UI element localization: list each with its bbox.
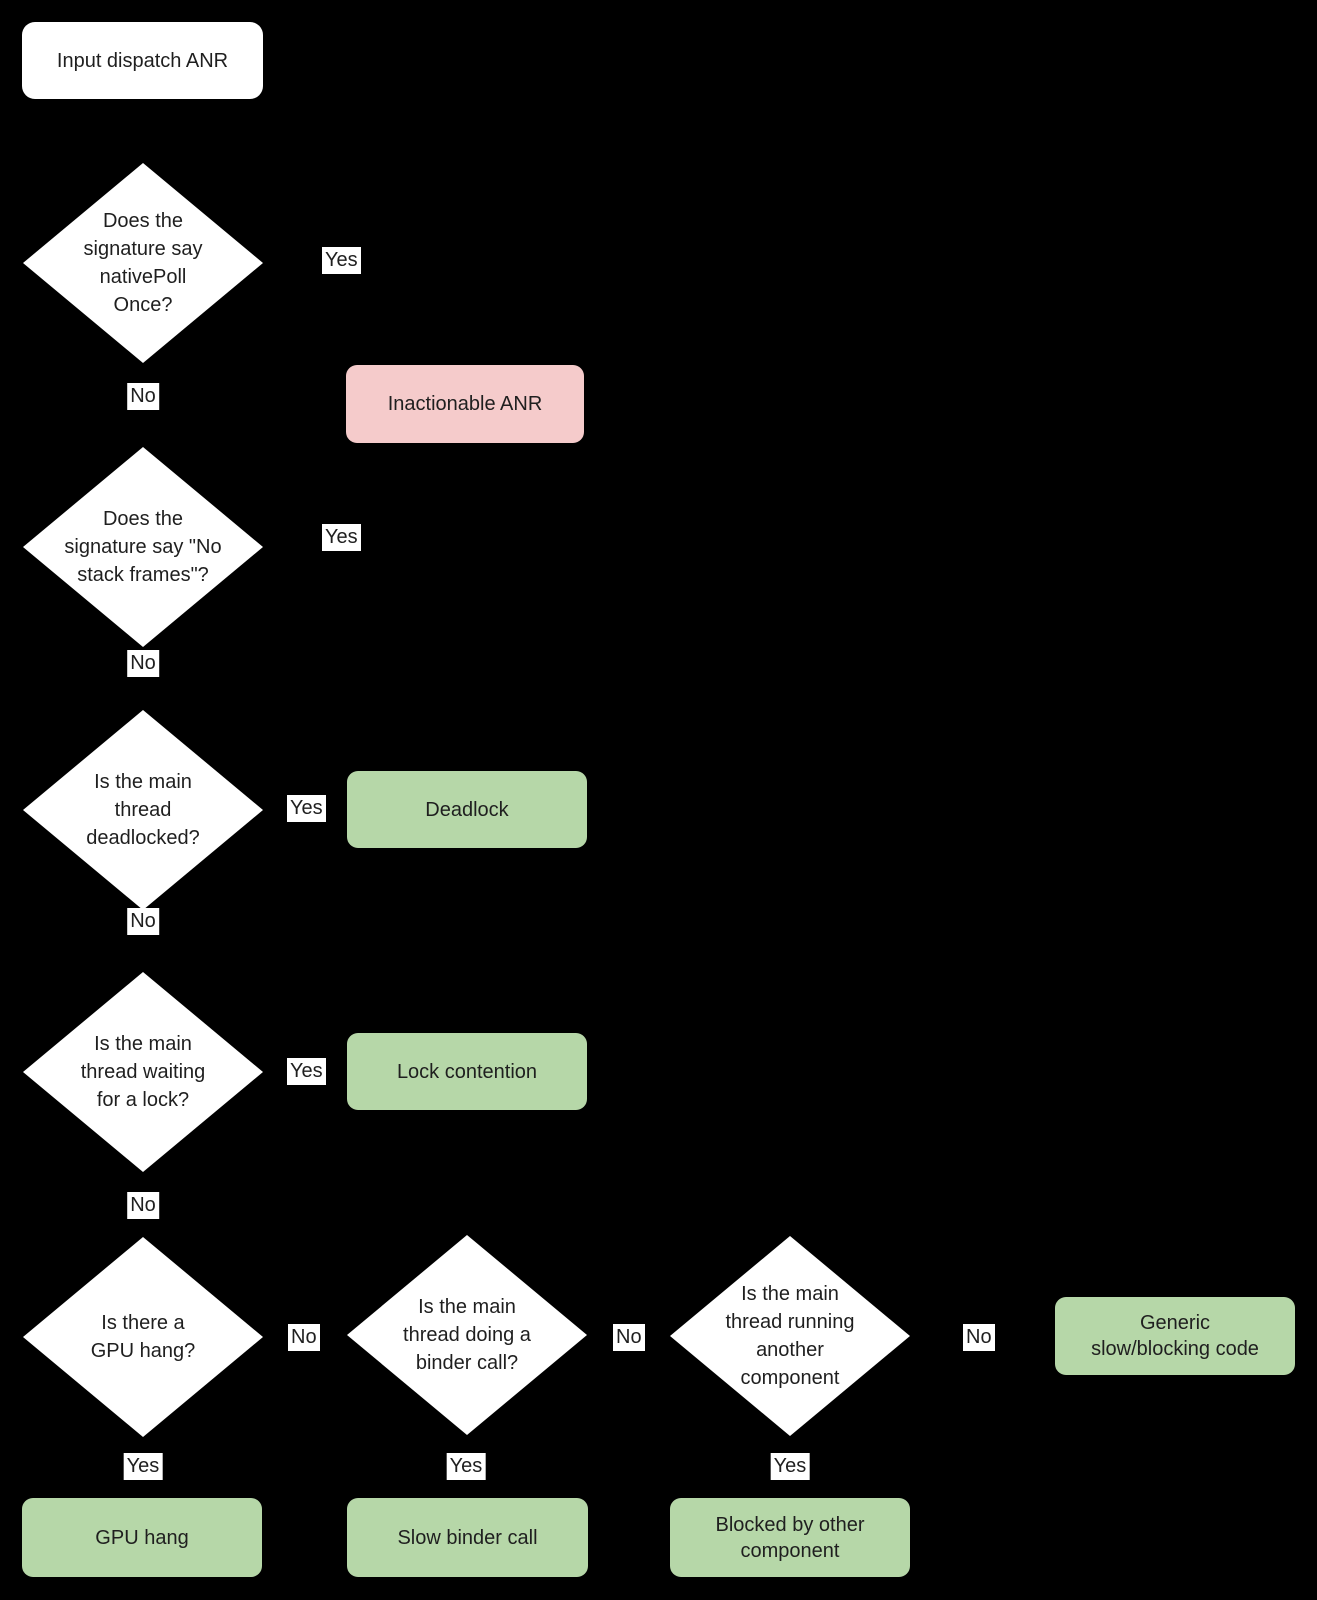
- decision-running-another-component: Is the main thread running another compo…: [670, 1236, 910, 1436]
- edge-label-no-nativepollonce: No: [127, 383, 159, 410]
- decision-label: Is the main thread doing a binder call?: [403, 1296, 531, 1374]
- outcome-blocked-by-other-component: Blocked by other component: [670, 1498, 910, 1577]
- edge-label-no-gpu-hang: No: [288, 1324, 320, 1351]
- edge-label-yes-waiting-for-lock: Yes: [287, 1058, 326, 1085]
- outcome-lock-contention: Lock contention: [347, 1033, 587, 1110]
- decision-label: Is there a GPU hang?: [90, 1312, 196, 1362]
- edge-label-no-deadlocked: No: [127, 908, 159, 935]
- outcome-label: Deadlock: [425, 798, 509, 821]
- edge-label-no-binder-call: No: [613, 1324, 645, 1351]
- outcome-slow-binder-call: Slow binder call: [347, 1498, 588, 1577]
- edge-label-no-waiting-for-lock: No: [127, 1192, 159, 1219]
- decision-binder-call: Is the main thread doing a binder call?: [347, 1235, 587, 1435]
- edge-label-yes-gpu-hang: Yes: [123, 1453, 163, 1480]
- edge-label-yes-deadlocked: Yes: [287, 795, 326, 822]
- decision-label: Is the main thread waiting for a lock?: [80, 1033, 206, 1111]
- start-node-label: Input dispatch ANR: [56, 49, 229, 72]
- edge-label-yes-binder-call: Yes: [446, 1453, 486, 1480]
- edge-label-yes-no-stack-frames: Yes: [322, 524, 361, 551]
- outcome-label: GPU hang: [95, 1526, 189, 1549]
- decision-main-thread-waiting-for-lock: Is the main thread waiting for a lock?: [23, 972, 263, 1172]
- edge-label-yes-nativepollonce: Yes: [322, 247, 361, 274]
- decision-label: Is the main thread deadlocked?: [86, 771, 200, 849]
- start-node: Input dispatch ANR: [22, 22, 263, 99]
- decision-signature-no-stack-frames: Does the signature say "No stack frames"…: [23, 447, 263, 647]
- decision-label: Does the signature say "No stack frames"…: [64, 508, 222, 586]
- outcome-label: Slow binder call: [397, 1526, 538, 1549]
- outcome-label: Blocked by other component: [715, 1513, 865, 1562]
- edge-label-yes-running-another-component: Yes: [770, 1453, 810, 1480]
- outcome-label: Lock contention: [396, 1060, 538, 1083]
- outcome-generic-slow-blocking-code: Generic slow/blocking code: [1055, 1297, 1295, 1375]
- edge-label-no-no-stack-frames: No: [127, 650, 159, 677]
- decision-label: Does the signature say nativePoll Once?: [83, 210, 203, 316]
- decision-label: Is the main thread running another compo…: [725, 1283, 855, 1389]
- outcome-label: Inactionable ANR: [387, 393, 543, 415]
- decision-gpu-hang: Is there a GPU hang?: [23, 1237, 263, 1437]
- outcome-deadlock: Deadlock: [347, 771, 587, 848]
- decision-main-thread-deadlocked: Is the main thread deadlocked?: [23, 710, 263, 910]
- decision-signature-nativepollonce: Does the signature say nativePoll Once?: [23, 163, 263, 363]
- edge-label-no-running-another-component: No: [963, 1324, 995, 1351]
- outcome-label: Generic slow/blocking code: [1091, 1312, 1259, 1360]
- outcome-gpu-hang: GPU hang: [22, 1498, 262, 1577]
- outcome-inactionable-anr: Inactionable ANR: [346, 365, 584, 443]
